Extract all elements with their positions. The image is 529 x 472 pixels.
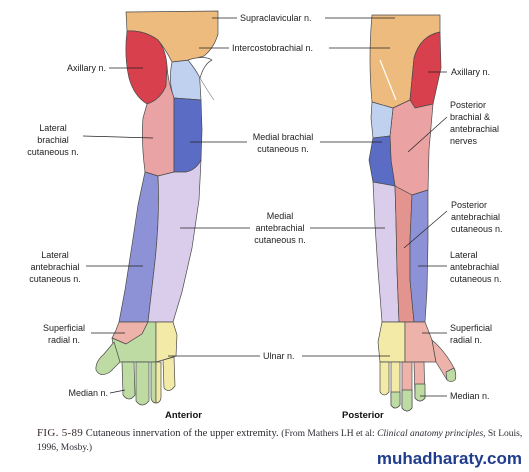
lateral-antebrachial-label-line: cutaneous n. bbox=[450, 274, 502, 284]
leader-posterior-brachial bbox=[407, 116, 448, 153]
source-prefix: (From Mathers LH et al: bbox=[281, 429, 375, 439]
lateral-brachial-label-line: Lateral bbox=[39, 123, 67, 133]
medial-antebrachial-label-line: Medial bbox=[267, 211, 294, 221]
posterior-brachial-label-line: antebrachial bbox=[450, 124, 499, 134]
lateral-brachial-label: Lateral brachial cutaneous n. bbox=[27, 123, 79, 157]
lateral-antebrachial-label-line: antebrachial bbox=[450, 262, 499, 272]
superficial-radial-label-posterior: Superficial radial n. bbox=[450, 323, 492, 345]
axillary-label-posterior: Axillary n. bbox=[451, 67, 490, 77]
anterior-index-finger bbox=[121, 361, 136, 400]
median-label-anterior: Median n. bbox=[68, 388, 108, 398]
posterior-antebrachial-label-line: Posterior bbox=[451, 200, 487, 210]
leader-posterior-antebrachial bbox=[403, 210, 448, 249]
figure-number: FIG. 5-89 bbox=[37, 427, 84, 439]
anterior-medial-antebrachial-region bbox=[147, 159, 202, 323]
shared-labels: Supraclavicular n. Intercostobrachial n.… bbox=[232, 13, 313, 361]
posterior-antebrachial-label-line: antebrachial bbox=[451, 212, 500, 222]
posterior-view-label: Posterior bbox=[342, 410, 384, 421]
anterior-ring-finger-ulnar-half bbox=[155, 361, 162, 404]
posterior-brachial-region bbox=[389, 99, 434, 196]
lateral-brachial-label-line: cutaneous n. bbox=[27, 147, 79, 157]
posterior-ring-fingertip-median bbox=[390, 391, 401, 409]
posterior-thumb-tip bbox=[445, 367, 457, 382]
leader-median-anterior bbox=[109, 389, 126, 394]
anterior-axillary-fold-flap bbox=[187, 57, 213, 79]
medial-antebrachial-label-line: cutaneous n. bbox=[254, 235, 306, 245]
posterior-labels: Axillary n. Posterior brachial & antebrach… bbox=[342, 67, 503, 421]
anterior-medial-brachial-region bbox=[173, 97, 203, 173]
medial-antebrachial-label: Medial antebrachial cutaneous n. bbox=[254, 211, 306, 245]
superficial-radial-label-line: Superficial bbox=[43, 323, 85, 333]
ulnar-label: Ulnar n. bbox=[263, 351, 295, 361]
posterior-middle-fingertip-median bbox=[401, 389, 413, 412]
posterior-brachial-label-line: brachial & bbox=[450, 112, 490, 122]
posterior-index-fingertip-median bbox=[414, 383, 426, 402]
figure-caption: FIG. 5-89 Cutaneous innervation of the u… bbox=[37, 427, 523, 455]
site-watermark: muhadharaty.com bbox=[373, 449, 525, 469]
axillary-label-anterior: Axillary n. bbox=[67, 63, 106, 73]
lateral-antebrachial-label-line: cutaneous n. bbox=[29, 274, 81, 284]
lateral-antebrachial-label-line: Lateral bbox=[450, 250, 478, 260]
posterior-arm bbox=[368, 14, 457, 412]
anterior-axillary-fold-line bbox=[199, 77, 215, 101]
innervation-diagram: Supraclavicular n. Intercostobrachial n.… bbox=[27, 10, 503, 421]
medial-brachial-label-line: cutaneous n. bbox=[257, 144, 309, 154]
medial-brachial-label: Medial brachial cutaneous n. bbox=[253, 132, 314, 154]
posterior-radial-hand bbox=[404, 321, 437, 363]
anterior-lateral-brachial-region bbox=[141, 65, 175, 177]
anterior-view-label: Anterior bbox=[165, 410, 202, 421]
lateral-antebrachial-label-anterior: Lateral antebrachial cutaneous n. bbox=[29, 250, 81, 284]
posterior-brachial-antebrachial-label: Posterior brachial & antebrachial nerves bbox=[450, 100, 499, 146]
posterior-antebrachial-label: Posterior antebrachial cutaneous n. bbox=[451, 200, 503, 234]
posterior-medial-antebrachial-region bbox=[372, 181, 400, 323]
medial-brachial-label-line: Medial brachial bbox=[253, 132, 314, 142]
lateral-antebrachial-label-line: Lateral bbox=[41, 250, 69, 260]
superficial-radial-label-anterior: Superficial radial n. bbox=[43, 323, 85, 345]
source-title: Clinical anatomy principles bbox=[377, 429, 484, 439]
posterior-brachial-label-line: nerves bbox=[450, 136, 478, 146]
intercostobrachial-label: Intercostobrachial n. bbox=[232, 43, 313, 53]
lateral-antebrachial-label-line: antebrachial bbox=[30, 262, 79, 272]
anterior-middle-finger bbox=[135, 361, 150, 406]
posterior-intercostobrachial-region bbox=[370, 101, 394, 139]
anterior-thumb bbox=[95, 341, 121, 375]
posterior-lateral-antebrachial-region bbox=[409, 189, 429, 323]
leader-lateral-brachial bbox=[82, 135, 154, 139]
superficial-radial-label-line: radial n. bbox=[48, 335, 80, 345]
superficial-radial-label-line: Superficial bbox=[450, 323, 492, 333]
leader-lines bbox=[82, 17, 448, 397]
posterior-little-finger bbox=[379, 361, 390, 396]
posterior-brachial-label-line: Posterior bbox=[450, 100, 486, 110]
anterior-ring-finger-median-half bbox=[150, 361, 157, 404]
supraclavicular-label: Supraclavicular n. bbox=[240, 13, 312, 23]
source-suffix: , St Louis, 1996, Mosby.) bbox=[37, 429, 523, 453]
caption-source: (From Mathers LH et al: Clinical anatomy… bbox=[37, 429, 522, 453]
lateral-antebrachial-label-posterior: Lateral antebrachial cutaneous n. bbox=[450, 250, 502, 284]
posterior-shoulder-fold-line bbox=[379, 59, 397, 101]
median-label-posterior: Median n. bbox=[450, 391, 490, 401]
medial-antebrachial-label-line: antebrachial bbox=[255, 223, 304, 233]
caption-text: Cutaneous innervation of the upper extre… bbox=[85, 428, 279, 439]
anterior-little-finger bbox=[162, 356, 176, 391]
anterior-arm bbox=[95, 10, 219, 406]
lateral-brachial-label-line: brachial bbox=[37, 135, 69, 145]
superficial-radial-label-line: radial n. bbox=[450, 335, 482, 345]
posterior-antebrachial-label-line: cutaneous n. bbox=[451, 224, 503, 234]
